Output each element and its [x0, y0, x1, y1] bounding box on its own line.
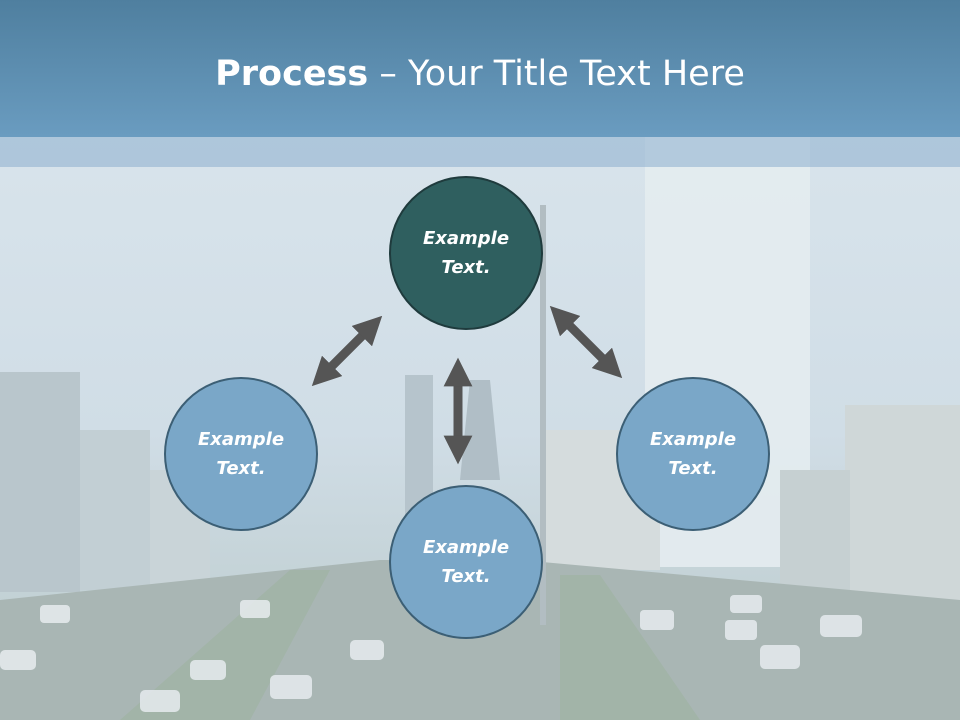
node-top: Example Text.: [389, 176, 543, 330]
node-bottom-text: Example Text.: [422, 537, 510, 587]
title-bold: Process: [215, 54, 369, 94]
node-top-text: Example Text.: [422, 228, 510, 278]
node-left-text: Example Text.: [197, 429, 285, 479]
arrow-top-left: [311, 315, 383, 387]
page-title: Process – Your Title Text Here: [0, 52, 960, 96]
title-rest: – Your Title Text Here: [368, 54, 745, 94]
title-band: [0, 137, 960, 167]
title-bar: [0, 0, 960, 137]
node-right: Example Text.: [616, 377, 770, 531]
arrow-top-right: [549, 305, 623, 379]
node-right-text: Example Text.: [649, 429, 737, 479]
node-bottom: Example Text.: [389, 485, 543, 639]
node-left: Example Text.: [164, 377, 318, 531]
